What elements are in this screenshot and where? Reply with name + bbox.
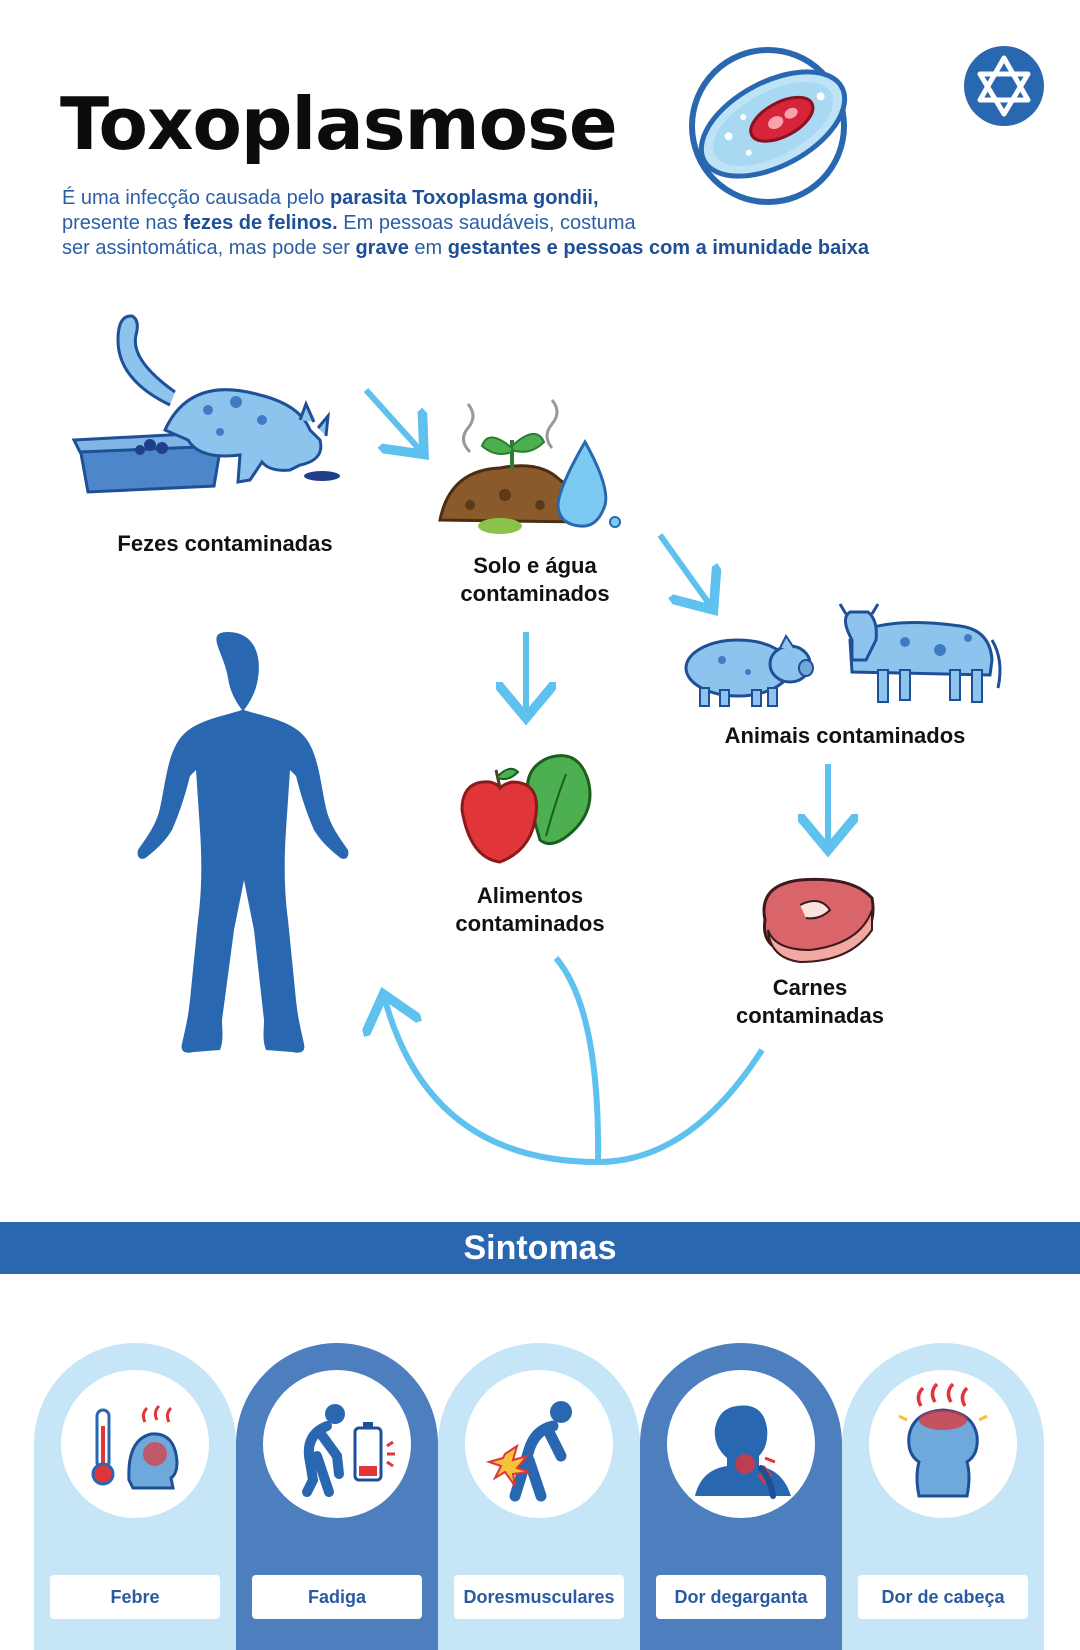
- sore-throat-icon: [695, 1405, 791, 1499]
- cow-icon: [838, 603, 1002, 703]
- symptom-label-headache: Dor de cabeça: [858, 1575, 1028, 1619]
- pig-icon: [684, 634, 814, 707]
- page-title: Toxoplasmose: [60, 82, 618, 166]
- symptom-card-fever: Febre: [34, 1343, 236, 1650]
- symptom-label-fever: Febre: [50, 1575, 220, 1619]
- cat-icon: [71, 314, 340, 494]
- symptom-label-fatigue: Fadiga: [252, 1575, 422, 1619]
- soil-water-icon: [438, 399, 621, 534]
- logo-icon: [964, 46, 1044, 126]
- food-icon: [460, 754, 592, 864]
- transmission-cycle: [71, 314, 1002, 1166]
- symptoms-heading: Sintomas: [0, 1222, 1080, 1274]
- label-animals: Animais contaminados: [724, 723, 966, 748]
- arrow-feces-to-soil: [363, 387, 420, 450]
- headache-icon: [898, 1382, 988, 1498]
- meat-icon: [762, 877, 875, 964]
- muscle-pain-icon: [485, 1401, 572, 1502]
- fatigue-icon: [302, 1404, 395, 1497]
- symptom-card-headache: Dor de cabeça: [842, 1343, 1044, 1650]
- intro-text: É uma infecção causada pelo parasita Tox…: [62, 187, 870, 259]
- label-feces: Fezes contaminadas: [117, 531, 333, 556]
- parasite-icon: [689, 47, 848, 205]
- arrow-food-to-human: [553, 956, 602, 1163]
- arrow-meat-to-human: [385, 1000, 765, 1166]
- fever-icon: [91, 1404, 179, 1490]
- human-silhouette: [137, 632, 349, 1053]
- symptom-card-fatigue: Fadiga: [236, 1343, 438, 1650]
- arrow-soil-to-animals: [657, 533, 710, 605]
